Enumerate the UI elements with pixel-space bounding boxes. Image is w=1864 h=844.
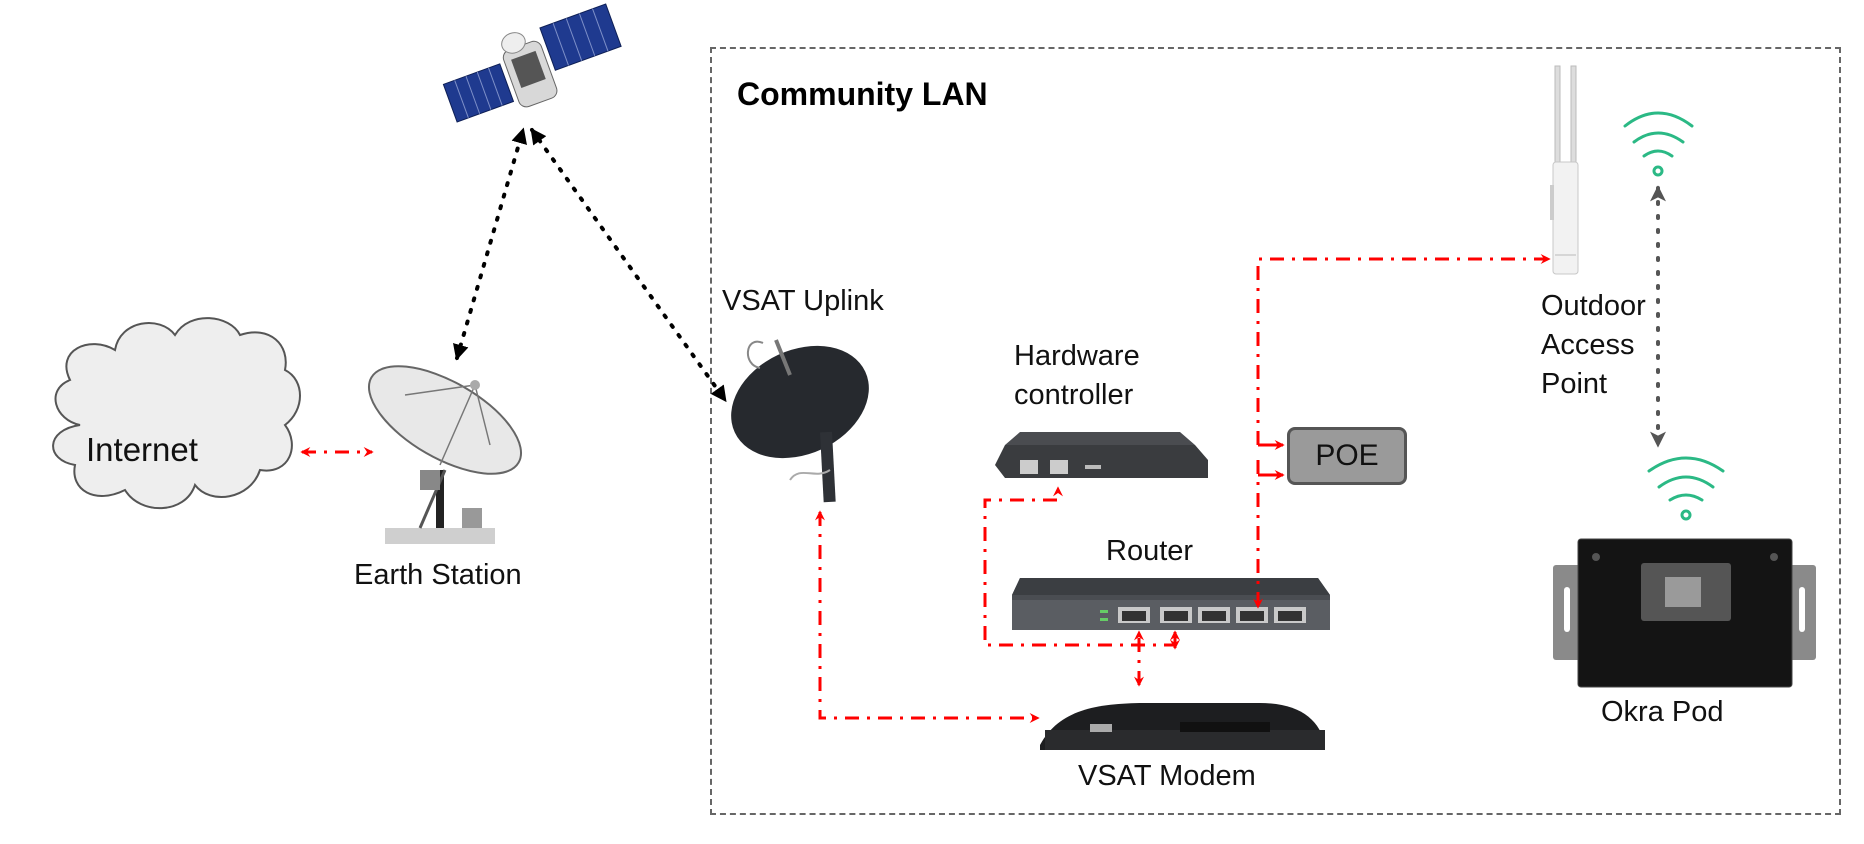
link-vsat-uplink-modem — [815, 510, 1040, 723]
earth-station-dish-icon — [367, 365, 523, 544]
hardware-controller-label-line1: Hardware — [1014, 340, 1140, 372]
okra-pod-label: Okra Pod — [1601, 696, 1724, 728]
community-lan-group — [710, 47, 1841, 815]
poe-label: POE — [1315, 439, 1379, 472]
access-point-icon — [1550, 65, 1579, 275]
satellite-icon — [442, 3, 622, 123]
community-lan-title: Community LAN — [737, 76, 988, 112]
link-earth-station-satellite — [453, 127, 527, 361]
wifi-icon-access-point — [1623, 111, 1694, 177]
vsat-dish-icon — [731, 339, 869, 503]
internet-label: Internet — [86, 431, 198, 468]
okra-pod-device-icon — [1553, 538, 1816, 688]
poe-node[interactable]: POE — [1287, 427, 1407, 485]
vsat-uplink-label: VSAT Uplink — [722, 285, 884, 317]
vsat-modem-label: VSAT Modem — [1078, 760, 1256, 792]
outdoor-ap-label-line3: Point — [1541, 368, 1608, 400]
outdoor-ap-label-line2: Access — [1541, 329, 1635, 361]
router-device-icon — [1012, 578, 1330, 630]
link-satellite-vsat-uplink — [530, 127, 727, 403]
cloud-icon — [52, 317, 301, 510]
controller-device-icon — [995, 432, 1208, 478]
earth-station-label: Earth Station — [354, 559, 522, 591]
outdoor-ap-label-line1: Outdoor — [1541, 290, 1646, 322]
link-poe-access-point — [1256, 254, 1551, 445]
modem-device-icon — [1040, 703, 1325, 750]
router-label: Router — [1106, 535, 1194, 567]
wifi-icon-okra-pod — [1647, 456, 1725, 521]
hardware-controller-label-line2: controller — [1014, 379, 1134, 411]
